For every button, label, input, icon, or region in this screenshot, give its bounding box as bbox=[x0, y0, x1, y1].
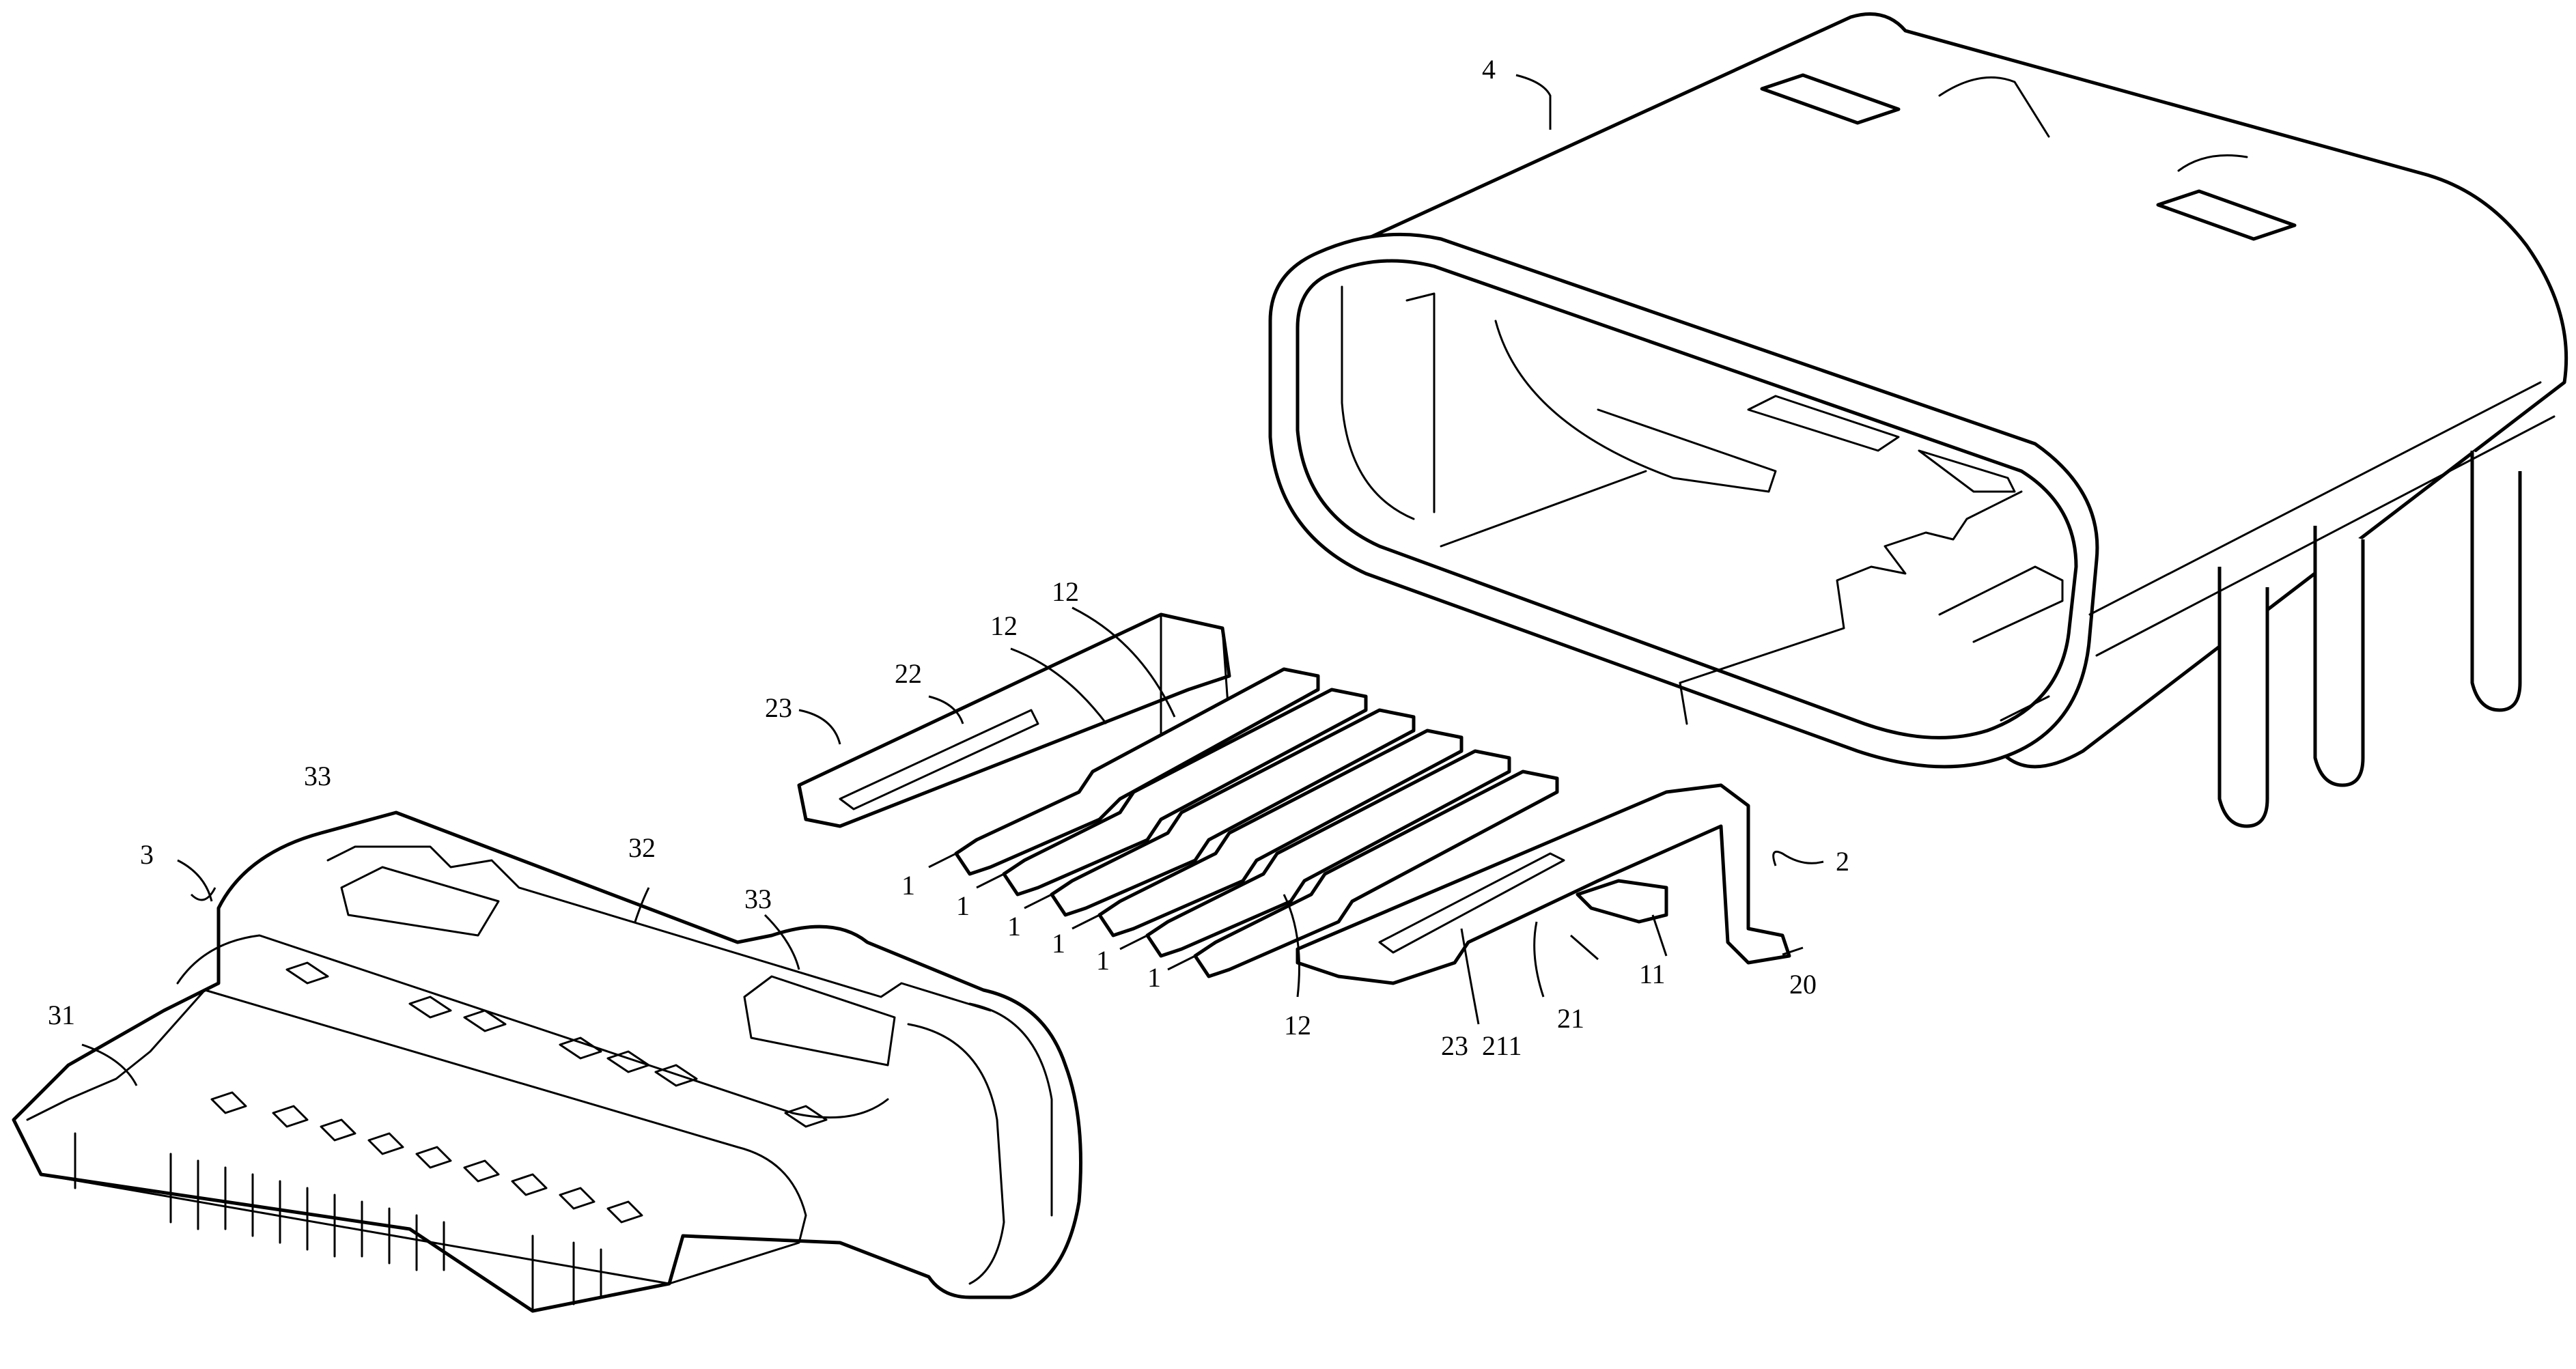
shell-part bbox=[1268, 12, 2568, 828]
label-recess-b: 33 bbox=[744, 884, 772, 914]
contact-strips bbox=[954, 667, 1559, 978]
label-contact-bend-c: 12 bbox=[1284, 1010, 1311, 1041]
insulator-teeth bbox=[74, 1132, 602, 1312]
label-latch-b: 23 bbox=[1441, 1030, 1468, 1061]
label-contact-2: 1 bbox=[956, 890, 970, 921]
label-tongue: 31 bbox=[48, 1000, 75, 1030]
leader-lines bbox=[81, 74, 1824, 1086]
label-body: 32 bbox=[628, 832, 656, 863]
contact-windows bbox=[210, 961, 828, 1224]
label-plate-upper: 22 bbox=[895, 658, 922, 689]
label-plate-slot: 211 bbox=[1482, 1030, 1522, 1061]
label-contact-bend-b: 12 bbox=[990, 610, 1018, 641]
label-plate-lower: 21 bbox=[1557, 1003, 1584, 1034]
insulator-part bbox=[12, 810, 1082, 1313]
label-ground-plate: 20 bbox=[1789, 969, 1817, 1000]
label-recess-a: 33 bbox=[304, 761, 331, 791]
label-contact-6: 1 bbox=[1147, 962, 1161, 993]
label-contact-3: 1 bbox=[1007, 911, 1021, 942]
label-contact-4: 1 bbox=[1052, 928, 1065, 959]
contacts-part bbox=[797, 612, 1791, 985]
label-contact-bend-a: 12 bbox=[1052, 576, 1079, 607]
label-connector-assembly: 2 bbox=[1836, 846, 1849, 877]
label-contact-tail: 11 bbox=[1639, 959, 1666, 989]
reference-numerals: 4 2 20 11 22 21 211 23 23 12 12 12 1 1 1… bbox=[48, 54, 1849, 1061]
label-contact-5: 1 bbox=[1096, 945, 1110, 976]
label-shell: 4 bbox=[1482, 54, 1496, 85]
label-latch-a: 23 bbox=[765, 692, 792, 723]
label-insulator: 3 bbox=[140, 839, 154, 870]
label-contact-1: 1 bbox=[901, 870, 915, 901]
